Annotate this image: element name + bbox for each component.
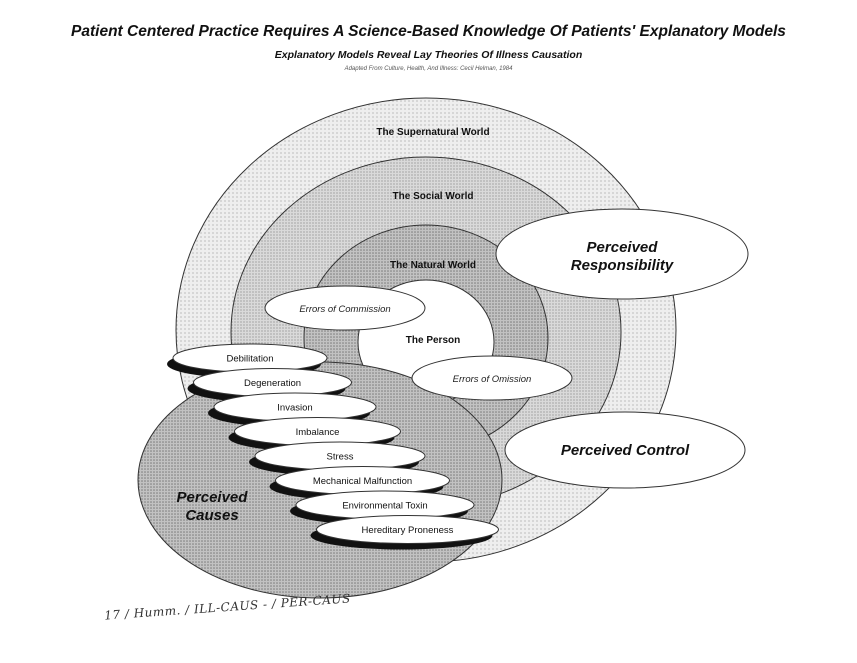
cause-pill-label: Degeneration xyxy=(244,378,301,389)
perceived-control-bubble xyxy=(504,411,746,489)
errors-of-commission-bubble xyxy=(264,285,426,331)
perceived-responsibility-label-line2: Responsibility xyxy=(571,257,674,274)
social-world-label: The Social World xyxy=(393,191,474,202)
cause-pill-label: Debilitation xyxy=(227,354,274,365)
natural-world-label: The Natural World xyxy=(390,260,476,271)
page-subtitle: Explanatory Models Reveal Lay Theories O… xyxy=(274,49,583,61)
errors-of-commission-label: Errors of Commission xyxy=(299,304,390,315)
cause-pill-label: Mechanical Malfunction xyxy=(313,476,412,487)
page-title: Patient Centered Practice Requires A Sci… xyxy=(71,23,786,40)
cause-pill-label: Imbalance xyxy=(296,427,340,438)
perceived-responsibility-bubble xyxy=(495,208,749,300)
cause-pill-label: Stress xyxy=(327,452,354,463)
perceived-causes-label-line2: Causes xyxy=(185,507,238,524)
perceived-causes-label-line1: Perceived xyxy=(177,489,249,506)
cause-pill-label: Invasion xyxy=(277,403,312,414)
cause-pills-group: DebilitationDegenerationInvasionImbalanc… xyxy=(167,343,499,550)
errors-of-omission-label: Errors of Omission xyxy=(453,374,532,385)
source-citation: Adapted From Culture, Health, And Illnes… xyxy=(344,66,513,72)
errors-of-omission-bubble xyxy=(411,355,573,401)
perceived-responsibility-label-line1: Perceived xyxy=(587,239,659,256)
cause-pill-label: Hereditary Proneness xyxy=(362,525,454,536)
cause-pill-label: Environmental Toxin xyxy=(342,501,427,512)
cause-pill xyxy=(316,515,499,544)
perceived-control-label: Perceived Control xyxy=(561,442,690,459)
supernatural-world-label: The Supernatural World xyxy=(376,127,489,138)
person-label: The Person xyxy=(406,335,460,346)
